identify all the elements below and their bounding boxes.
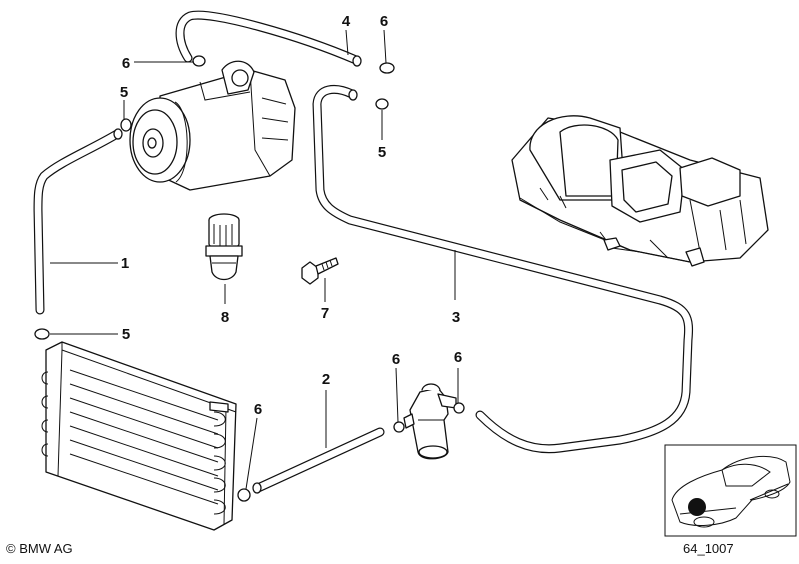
leader-lines: [50, 29, 459, 490]
o-rings: [34, 55, 465, 502]
o-ring-5c: [34, 328, 50, 340]
callout-1: 1: [121, 255, 129, 272]
o-ring-5a: [120, 118, 132, 132]
callout-2: 2: [322, 371, 330, 388]
pipe-4: [175, 10, 362, 67]
callout-6: 6: [254, 401, 262, 418]
o-ring-6a: [192, 55, 206, 67]
callout-7: 7: [321, 305, 329, 322]
callout-5: 5: [122, 326, 130, 343]
pipe-1: [33, 128, 123, 315]
o-ring-6d: [453, 402, 465, 414]
receiver-drier: [403, 383, 457, 460]
callout-6: 6: [392, 351, 400, 368]
condenser-fins: [69, 369, 219, 505]
callout-3: 3: [452, 309, 460, 326]
location-marker: [688, 498, 706, 516]
pressure-switch: [205, 213, 243, 281]
callout-6: 6: [122, 55, 130, 72]
callout-6: 6: [380, 13, 388, 30]
car-icon: [671, 456, 791, 528]
callouts: 6 5 4 6 5 1 5 8 7 3 2 6 6 6: [120, 13, 462, 418]
callout-5: 5: [378, 144, 386, 161]
o-ring-6e: [237, 488, 251, 502]
callout-4: 4: [342, 13, 351, 30]
o-ring-6b: [379, 62, 395, 74]
o-ring-6c: [393, 421, 405, 433]
condenser: [41, 341, 237, 531]
vehicle-locator: 64_1007: [664, 444, 797, 556]
o-ring-5b: [375, 98, 389, 110]
condenser-tube-bends: [41, 371, 226, 515]
evaporator-housing: [511, 115, 769, 267]
callout-6: 6: [454, 349, 462, 366]
bolt: [301, 257, 339, 285]
compressor: [129, 60, 296, 191]
pipe-2: [252, 427, 385, 494]
diagram-id: 64_1007: [683, 541, 734, 556]
callout-5: 5: [120, 84, 128, 101]
callout-8: 8: [221, 309, 229, 326]
copyright-label: © BMW AG: [6, 541, 73, 556]
pipe-3: [312, 84, 694, 454]
